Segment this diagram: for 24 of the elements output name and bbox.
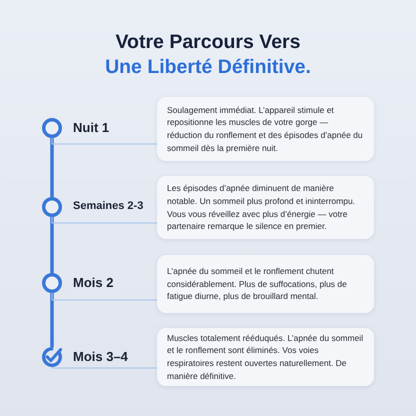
timeline-line — [50, 293, 54, 347]
milestone-label: Semaines 2-3 — [73, 200, 144, 214]
description-card — [157, 328, 374, 386]
card-text: Les épisodes d’apnée diminuent de manière notable. Un sommeil plus profond et ininterrompu. Vous vous réveillez avec plus d’énergie — votre partenaire remarque le silence en premier. — [167, 182, 356, 233]
connector-line — [51, 138, 157, 145]
card-text: Muscles totalement rééduqués. L’apnée du sommeil et le ronflement sont éliminés. Vos voies respiratoires restent ouvertes naturellement. De manière définitive. — [167, 332, 364, 382]
description-card — [157, 97, 374, 161]
milestone-label: Nuit 1 — [73, 120, 110, 136]
timeline-circle — [42, 118, 62, 138]
timeline-circle — [42, 197, 62, 217]
milestone-label: Mois 3–4 — [73, 349, 128, 365]
connector-line — [51, 217, 157, 224]
timeline-circle — [42, 273, 62, 293]
timeline-line — [50, 138, 54, 197]
connector-line — [51, 366, 157, 369]
card-text: L’apnée du sommeil et le ronflement chutent considérablement. Plus de suffocations, plus de fatigue diurne, plus de brouillard mental. — [167, 265, 348, 303]
description-card — [157, 255, 374, 313]
card-text: Soulagement immédiat. L’appareil stimule et repositionne les muscles de votre gorge — réduction du ronflement et des épisodes d’apnée du sommeil dès la première nuit. — [167, 104, 364, 154]
subtitle: Une Liberté Définitive. — [104, 55, 312, 79]
connector-line — [51, 293, 157, 301]
description-card — [157, 176, 374, 239]
milestone-label: Mois 2 — [73, 275, 114, 291]
title: Votre Parcours Vers — [114, 30, 302, 54]
timeline-line — [50, 217, 54, 273]
